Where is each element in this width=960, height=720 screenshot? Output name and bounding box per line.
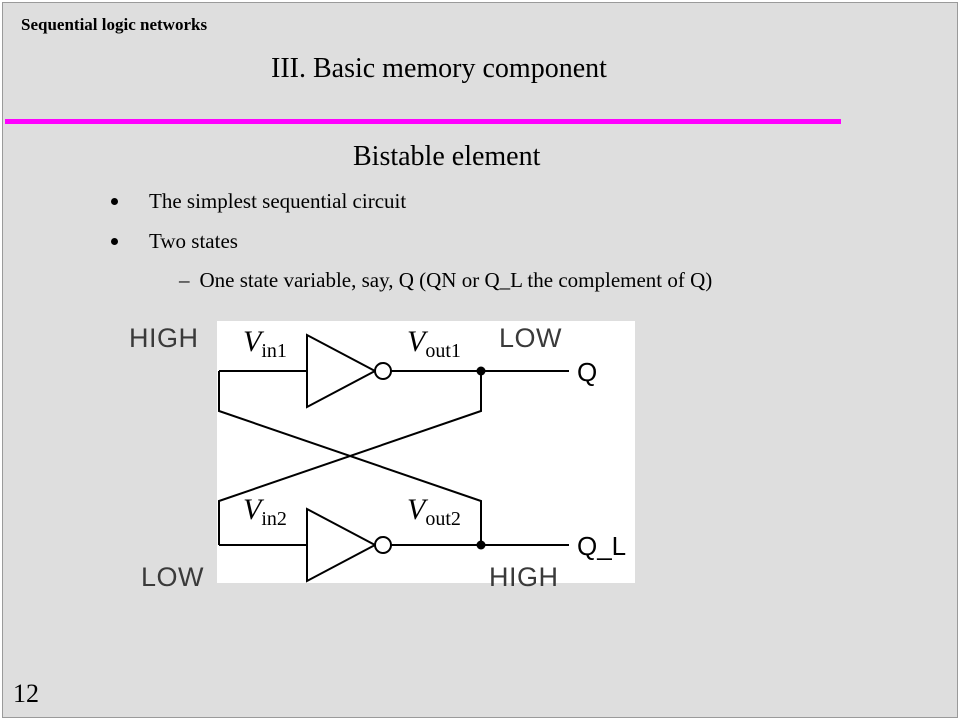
- label-vin2: Vin2: [243, 493, 287, 530]
- wires: [218, 333, 569, 583]
- bullet-text: The simplest sequential circuit: [149, 189, 407, 213]
- bullet-dot-icon: [111, 238, 118, 245]
- label-vout1: Vout1: [407, 325, 461, 362]
- circuit-svg: Vin1 Vout1 Vin2 Vout2 Q Q_L: [218, 325, 626, 583]
- feedback-wire-2: [218, 371, 482, 545]
- sub-bullet-text: One state variable, say, Q (QN or Q_L th…: [199, 268, 713, 292]
- slide-header: Sequential logic networks: [21, 15, 208, 34]
- state-in2-label: LOW: [141, 562, 205, 592]
- inverter1-bubble: [374, 362, 392, 380]
- state-out1-label: LOW: [499, 323, 563, 353]
- sub-bullet-item: –One state variable, say, Q (QN or Q_L t…: [179, 268, 712, 293]
- state-in1-label: HIGH: [129, 323, 199, 353]
- label-vin1: Vin1: [243, 325, 287, 362]
- junction-dot-1: [476, 366, 486, 376]
- state-out2-label: HIGH: [489, 562, 559, 592]
- bullet-item: Two states: [111, 229, 238, 254]
- bistable-circuit-diagram: Vin1 Vout1 Vin2 Vout2 Q Q_L: [217, 321, 635, 583]
- inverter1-triangle: [306, 333, 378, 409]
- dash-icon: –: [179, 268, 190, 292]
- slide-title: III. Basic memory component: [271, 53, 607, 84]
- title-divider: [5, 119, 841, 124]
- page-number: 12: [13, 679, 39, 708]
- label-output-q: Q: [577, 357, 597, 387]
- label-output-q-l: Q_L: [577, 531, 626, 561]
- bullet-text: Two states: [149, 229, 238, 253]
- bullet-dot-icon: [111, 198, 118, 205]
- inverter2-bubble: [374, 536, 392, 554]
- section-subtitle: Bistable element: [353, 141, 541, 172]
- inverter2-triangle: [306, 507, 378, 583]
- junction-dot-2: [476, 540, 486, 550]
- bullet-item: The simplest sequential circuit: [111, 189, 406, 214]
- label-vout2: Vout2: [407, 493, 461, 530]
